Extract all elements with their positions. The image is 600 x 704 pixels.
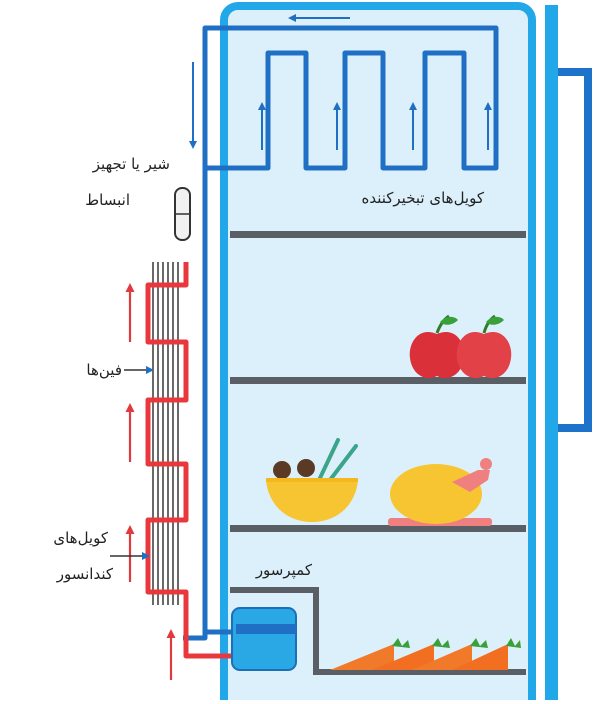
- shelf-3: [230, 525, 526, 532]
- fins-label: فین‌ها: [86, 361, 122, 379]
- condenser-coils-label-line1: کویل‌های: [53, 529, 108, 547]
- compressor-icon: [231, 607, 297, 671]
- flow-arrows-coils: [258, 102, 492, 150]
- condenser-coil: [145, 262, 238, 659]
- evaporator-coil: [183, 25, 499, 641]
- compressor-label: کمپرسور: [255, 561, 312, 579]
- evaporator-coils-label: کویل‌های تبخیرکننده: [361, 189, 484, 207]
- shelf-1: [230, 231, 526, 238]
- compressor-compartment: [230, 587, 526, 675]
- shelf-2: [230, 377, 526, 384]
- carrot-icon: [330, 638, 521, 670]
- expansion-valve-label-line1: شیر یا تجهیز: [92, 155, 170, 173]
- fridge-door: [545, 5, 558, 700]
- expansion-valve-label-line2: انبساط: [85, 191, 130, 209]
- heat-arrows: [125, 283, 176, 680]
- condenser-fins: [152, 262, 179, 605]
- door-handle: [558, 68, 592, 432]
- apple-icon-2: [456, 314, 512, 379]
- apple-icon: [409, 314, 465, 379]
- bowl-icon: [266, 438, 358, 522]
- condenser-coils-label-line2: کندانسور: [56, 565, 113, 583]
- chicken-icon: [388, 458, 492, 526]
